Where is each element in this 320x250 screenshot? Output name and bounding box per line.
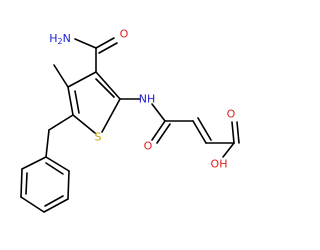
bond-s-c2 xyxy=(101,98,121,133)
bond-amide-c-n xyxy=(74,38,97,49)
bond-alkene xyxy=(192,120,207,144)
bond-amide-c-o-double xyxy=(98,42,118,54)
ring-sulfur-label: S xyxy=(95,131,102,144)
bond-ph-inner-b xyxy=(44,195,64,207)
bond-c4-c5 xyxy=(67,86,74,116)
bond-c4-c5-inner xyxy=(74,90,80,114)
molecule-drawing: H2N O S NH O O OH xyxy=(20,28,240,213)
bond-c3-c4 xyxy=(67,71,97,88)
bond-alkene-double xyxy=(197,117,212,141)
bond-ph-2-3 xyxy=(20,168,23,198)
bond-amide-c-o xyxy=(95,37,115,49)
amine-nh-label: NH xyxy=(139,93,156,106)
bond-acid-c-o xyxy=(231,121,235,144)
bond-c2-c3-inner xyxy=(95,78,115,98)
bond-ph-inner-c xyxy=(45,162,64,175)
bond-c5-ch2 xyxy=(48,114,74,131)
acid-oxygen-label: O xyxy=(227,108,236,121)
bond-carbonyl-o-double xyxy=(156,123,171,144)
hydroxyl-label: OH xyxy=(211,158,228,171)
bond-c2-c3 xyxy=(95,71,121,100)
structure-diagram: H2N O S NH O O OH xyxy=(20,27,240,213)
bond-layer xyxy=(20,37,240,213)
bond-c5-s xyxy=(72,114,96,134)
amide-nh2-label: H2N xyxy=(49,32,71,46)
bond-acid-c-o-double xyxy=(236,121,240,144)
bond-ph-inner-a xyxy=(25,172,28,195)
bond-c4-methyl xyxy=(53,64,69,88)
bond-ph-4-5 xyxy=(43,198,69,213)
atom-labels: H2N O S NH O O OH xyxy=(49,28,235,171)
bond-ph-3-4 xyxy=(20,196,45,213)
bond-ph-6-1 xyxy=(45,156,70,172)
ketone-oxygen-label: O xyxy=(144,140,153,153)
amide-oxygen-label: O xyxy=(120,28,129,41)
bond-carbonyl-o xyxy=(151,120,166,141)
bond-ph-5-6 xyxy=(67,170,70,200)
bond-ph-1-2 xyxy=(21,156,47,170)
bond-ch2-phenyl xyxy=(45,129,50,158)
bond-nh-carbonyl xyxy=(151,103,166,122)
bond-acid-c-oh xyxy=(222,142,235,158)
